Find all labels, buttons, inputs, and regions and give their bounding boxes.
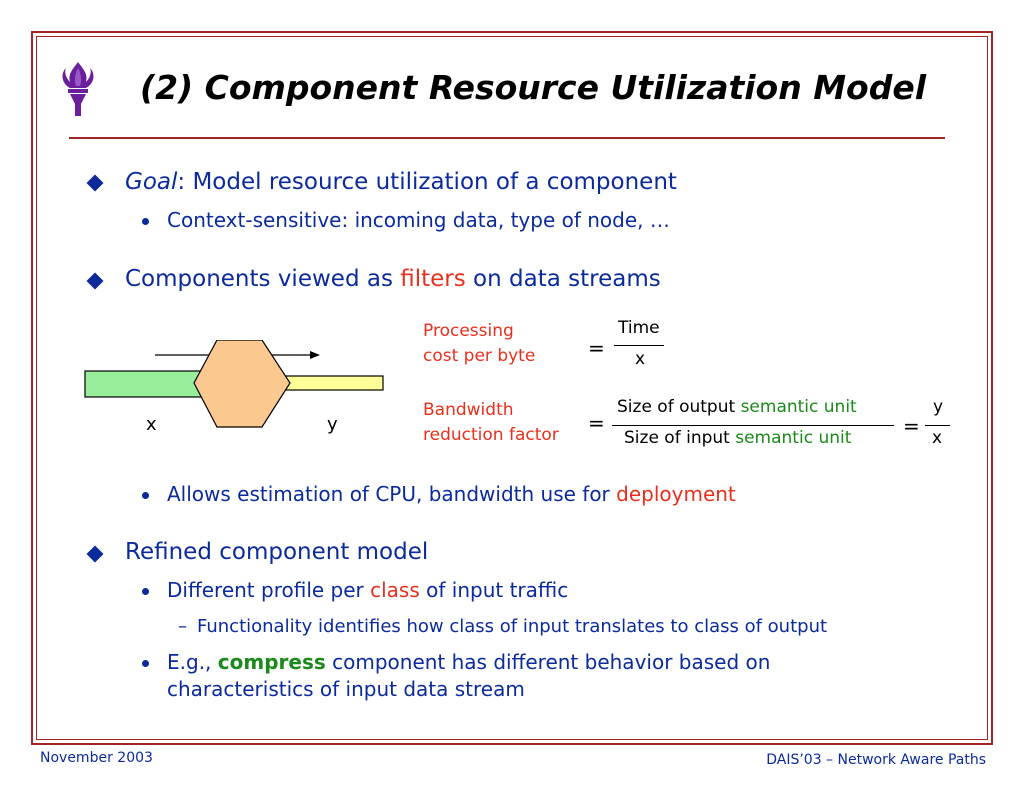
x-denominator: x [932, 428, 943, 448]
torch-logo-icon [62, 62, 94, 116]
input-stream-bar [84, 370, 211, 398]
eg-pre: E.g., [167, 650, 218, 674]
eg-highlight: compress [217, 650, 326, 674]
output-stream-bar [279, 375, 384, 391]
bullet-dot-icon [142, 588, 149, 595]
bullet-dash-icon: – [178, 616, 187, 637]
slide-title: (2) Component Resource Utilization Model [140, 68, 927, 107]
slide-frame-inner [36, 36, 988, 740]
allows-highlight: deployment [616, 482, 736, 506]
allows-pre: Allows estimation of CPU, bandwidth use … [167, 482, 617, 506]
fraction-bar [614, 345, 664, 346]
bandwidth-label-line2: reduction factor [423, 425, 559, 445]
equals-sign: = [903, 414, 920, 438]
footer-date: November 2003 [40, 750, 153, 766]
profile-bullet: Different profile per class of input tra… [167, 578, 568, 602]
equals-sign: = [588, 411, 605, 435]
equals-sign: = [588, 336, 605, 360]
size-output-numerator: Size of output semantic unit [617, 397, 857, 417]
functionality-bullet: Functionality identifies how class of in… [197, 616, 828, 637]
fraction-bar [612, 425, 894, 426]
bullet-dot-icon [142, 218, 149, 225]
size-input-denominator: Size of input semantic unit [624, 428, 851, 448]
profile-highlight: class [370, 578, 420, 602]
eg-bullet: E.g., compress component has different b… [167, 650, 770, 674]
bandwidth-label-line1: Bandwidth [423, 400, 514, 420]
bullet-dot-icon [142, 660, 149, 667]
eg-post: component has different behavior based o… [325, 650, 771, 674]
diagram-y-label: y [327, 414, 338, 435]
x-denominator: x [635, 349, 646, 369]
component-hexagon [193, 340, 291, 428]
footer-conference: DAIS’03 – Network Aware Paths [766, 752, 986, 768]
fraction-bar [925, 425, 950, 426]
profile-pre: Different profile per [167, 578, 371, 602]
processing-label-line1: Processing [423, 321, 514, 341]
filter-diagram [84, 340, 384, 428]
components-post: on data streams [465, 266, 661, 292]
title-divider [69, 137, 945, 139]
goal-label: Goal [125, 169, 178, 195]
components-pre: Components viewed as [125, 266, 401, 292]
flow-arrow-head-icon [310, 351, 320, 359]
semantic-unit-text: semantic unit [735, 428, 852, 448]
allows-bullet: Allows estimation of CPU, bandwidth use … [167, 482, 736, 506]
time-numerator: Time [618, 318, 660, 338]
semantic-unit-text: semantic unit [740, 397, 857, 417]
goal-bullet: Goal: Model resource utilization of a co… [125, 169, 677, 195]
components-highlight: filters [400, 266, 466, 292]
profile-post: of input traffic [419, 578, 569, 602]
slide-frame-outer [31, 31, 993, 745]
y-numerator: y [933, 397, 944, 417]
goal-text: : Model resource utilization of a compon… [177, 169, 677, 195]
diagram-x-label: x [146, 414, 157, 435]
context-bullet: Context-sensitive: incoming data, type o… [167, 208, 670, 232]
components-bullet: Components viewed as filters on data str… [125, 266, 661, 292]
processing-label-line2: cost per byte [423, 346, 536, 366]
size-output-text: Size of output [617, 397, 741, 417]
eg-bullet-line2: characteristics of input data stream [167, 677, 525, 701]
refined-bullet: Refined component model [125, 539, 429, 565]
bullet-dot-icon [142, 492, 149, 499]
size-input-text: Size of input [624, 428, 736, 448]
